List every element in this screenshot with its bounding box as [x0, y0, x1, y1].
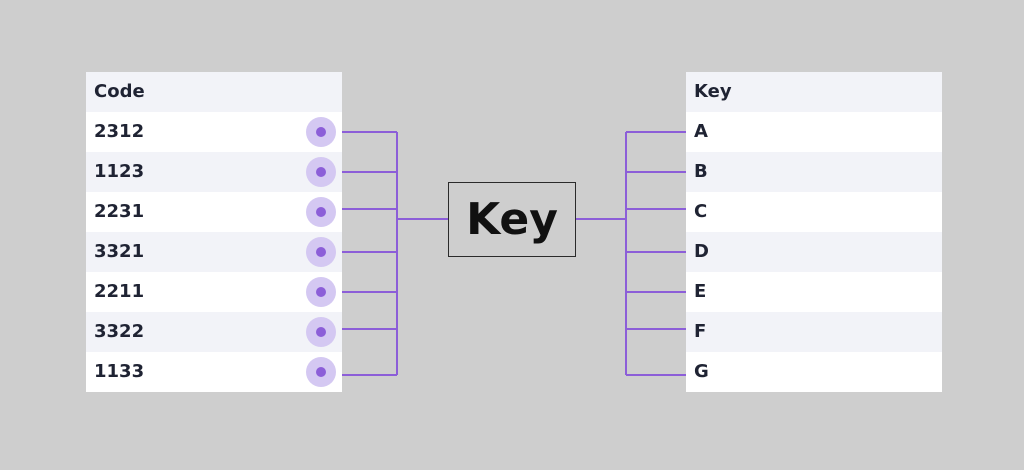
table-row[interactable]: 2211: [86, 272, 342, 312]
table-row[interactable]: C: [686, 192, 942, 232]
connection-handle[interactable]: [306, 237, 336, 267]
code-table: Code 2312 1123 2231 3321 2211 3322 1133: [86, 72, 342, 392]
connection-handle[interactable]: [306, 317, 336, 347]
table-row[interactable]: 1123: [86, 152, 342, 192]
table-row[interactable]: 2312: [86, 112, 342, 152]
connection-handle[interactable]: [306, 197, 336, 227]
table-row[interactable]: F: [686, 312, 942, 352]
connection-handle[interactable]: [306, 117, 336, 147]
connection-handle[interactable]: [306, 277, 336, 307]
connection-handle[interactable]: [306, 157, 336, 187]
code-cell: 2312: [94, 121, 145, 142]
center-key-node[interactable]: Key: [448, 182, 576, 257]
key-table-header: Key: [686, 72, 942, 112]
connection-handle[interactable]: [306, 357, 336, 387]
code-cell: 2231: [94, 201, 145, 222]
table-row[interactable]: 3321: [86, 232, 342, 272]
code-cell: 3321: [94, 241, 145, 262]
table-row[interactable]: 1133: [86, 352, 342, 392]
table-row[interactable]: B: [686, 152, 942, 192]
code-table-header: Code: [86, 72, 342, 112]
code-cell: 2211: [94, 281, 145, 302]
table-row[interactable]: 3322: [86, 312, 342, 352]
code-cell: 1123: [94, 161, 145, 182]
table-row[interactable]: 2231: [86, 192, 342, 232]
table-row[interactable]: A: [686, 112, 942, 152]
table-row[interactable]: E: [686, 272, 942, 312]
table-row[interactable]: D: [686, 232, 942, 272]
code-cell: 3322: [94, 321, 145, 342]
table-row[interactable]: G: [686, 352, 942, 392]
code-cell: 1133: [94, 361, 145, 382]
key-table: Key A B C D E F G: [686, 72, 942, 392]
